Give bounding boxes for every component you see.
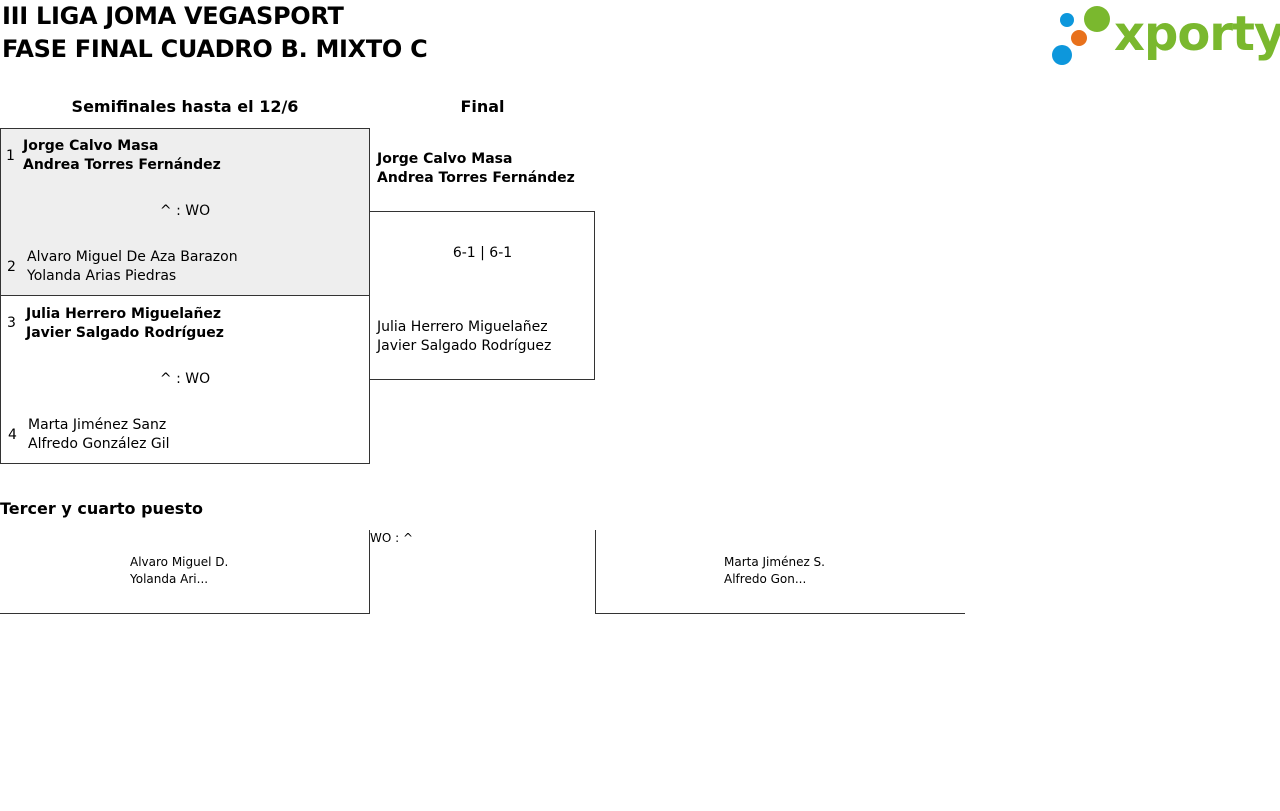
seed-number: 1 xyxy=(6,148,15,164)
player-name: Marta Jiménez S. xyxy=(724,555,825,569)
third-place-title: Tercer y cuarto puesto xyxy=(0,499,203,518)
player-name: Alvaro Miguel D. xyxy=(130,555,229,569)
player-name: Alfredo Gon... xyxy=(724,572,807,586)
final-round-label: Final xyxy=(460,97,505,116)
player-name: Julia Herrero Miguelañez xyxy=(377,319,548,335)
player-name: Andrea Torres Fernández xyxy=(377,170,575,186)
match-score: 6-1 | 6-1 xyxy=(452,245,513,261)
xporty-logo: xporty xyxy=(1052,4,1280,68)
player-name: Marta Jiménez Sanz xyxy=(28,417,167,433)
match-score: WO : ^ xyxy=(370,531,414,545)
player-name: Alvaro Miguel De Aza Barazon xyxy=(27,249,238,265)
player-name: Andrea Torres Fernández xyxy=(23,157,221,173)
player-name: Yolanda Ari... xyxy=(130,572,209,586)
page-subtitle: FASE FINAL CUADRO B. MIXTO C xyxy=(2,35,428,63)
player-name: Jorge Calvo Masa xyxy=(377,151,513,167)
player-name: Alfredo González Gil xyxy=(28,436,170,452)
semifinal-match-1 xyxy=(0,128,370,296)
player-name: Julia Herrero Miguelañez xyxy=(26,306,222,322)
page-title: III LIGA JOMA VEGASPORT xyxy=(2,2,344,30)
semis-round-label: Semifinales hasta el 12/6 xyxy=(71,97,299,116)
seed-number: 4 xyxy=(8,427,17,443)
third-place-left-box xyxy=(0,530,370,614)
player-name: Yolanda Arias Piedras xyxy=(27,268,177,284)
logo-wordmark: xporty xyxy=(1114,6,1280,62)
match-score: ^ : WO xyxy=(159,203,211,219)
logo-dots-icon xyxy=(1052,6,1110,65)
seed-number: 3 xyxy=(7,315,16,331)
seed-number: 2 xyxy=(7,259,16,275)
player-name: Javier Salgado Rodríguez xyxy=(377,338,552,354)
player-name: Javier Salgado Rodríguez xyxy=(26,325,224,341)
match-score: ^ : WO xyxy=(159,371,211,387)
final-match xyxy=(369,211,595,380)
player-name: Jorge Calvo Masa xyxy=(23,138,159,154)
third-place-right-box xyxy=(595,530,965,614)
